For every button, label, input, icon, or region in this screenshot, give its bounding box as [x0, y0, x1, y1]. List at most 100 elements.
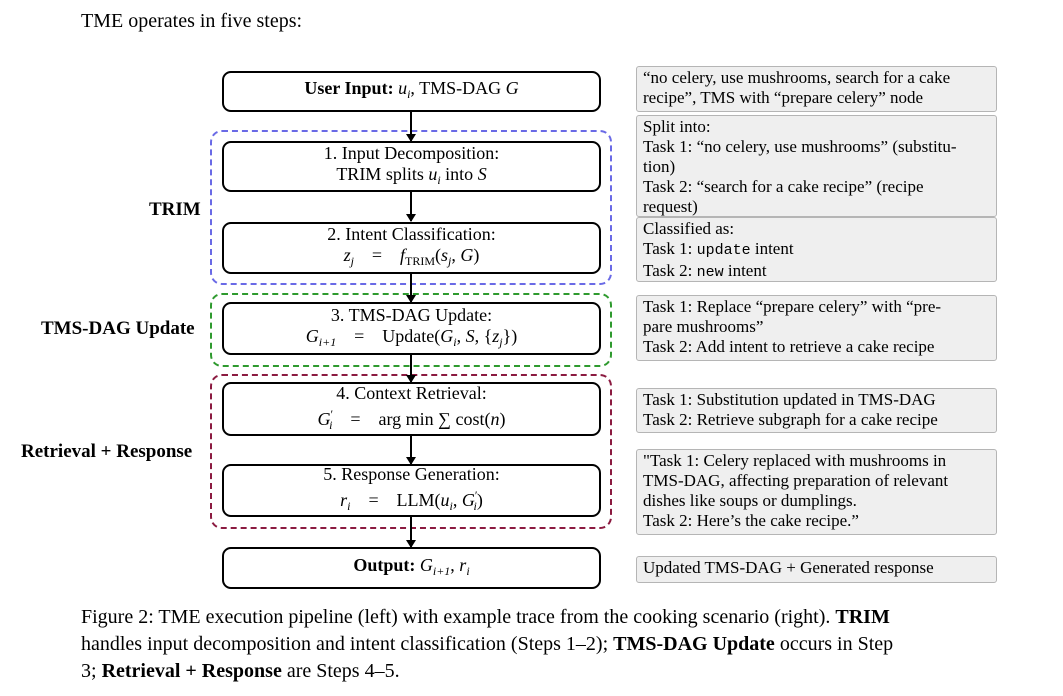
var-u: u — [428, 163, 438, 184]
step1-input-decomposition-box: 1. Input Decomposition: TRIM splits ui i… — [222, 141, 601, 192]
output-label: Output: — [353, 554, 416, 575]
step5-response-generation-box: 5. Response Generation: ri=LLM(ui, G′i) — [222, 464, 601, 517]
note-line: dishes like soups or dumplings. — [643, 491, 857, 510]
update-fn: Update( — [382, 325, 441, 346]
paren-open: ( — [435, 245, 441, 265]
prime: ′ — [330, 406, 334, 421]
step1-title: 1. Input Decomposition: — [323, 142, 500, 163]
step3-tms-dag-update-box: 3. TMS-DAG Update: Gi+1=Update(Gi, S, {z… — [222, 302, 601, 355]
note-text: intent — [723, 261, 767, 280]
trim-group-label: TRIM — [149, 199, 201, 220]
note-line: Task 2: Here’s the cake recipe.” — [643, 511, 859, 530]
sub-i: i — [329, 417, 333, 432]
note-line: Task 1: Substitution updated in TMS-DAG — [643, 390, 936, 409]
arrow-step1-to-step2 — [406, 192, 416, 222]
sep: , — [410, 78, 415, 98]
step1-text-a: TRIM splits — [336, 163, 424, 184]
caption-text: are Steps 4–5. — [281, 660, 400, 682]
tms-dag-update-group-label: TMS-DAG Update — [41, 318, 195, 339]
caption-text: handles input decomposition and intent c… — [81, 633, 614, 655]
brace-close: }) — [502, 325, 518, 346]
step4-context-retrieval-box: 4. Context Retrieval: G′i = arg min ∑ cost… — [222, 382, 601, 436]
sub-trim: TRIM — [405, 254, 435, 268]
step3-title: 3. TMS-DAG Update: — [330, 304, 493, 325]
caption-text: Figure 2: TME execution pipeline (left) … — [81, 606, 836, 628]
brace-open: , { — [474, 325, 493, 346]
note-text: Task 2: — [643, 261, 697, 280]
var-f: f — [399, 245, 405, 265]
sub-i-plus-1: i+1 — [318, 334, 337, 349]
caption-bold: TRIM — [835, 606, 890, 628]
sub-i: i — [347, 499, 351, 513]
caption-text: occurs in Step — [774, 633, 894, 655]
arrow-input-to-step1 — [406, 112, 416, 142]
var-n: n — [490, 408, 500, 429]
caption-bold: TMS-DAG Update — [613, 633, 775, 655]
var-g: G — [440, 325, 454, 346]
var-s: S — [465, 325, 475, 346]
paren-close: ) — [499, 408, 506, 429]
step1-text-b: into — [445, 163, 474, 184]
arrow-step4-to-step5 — [406, 436, 416, 465]
sub-i: i — [453, 334, 457, 349]
intro-text: TME operates in five steps: — [81, 10, 303, 32]
var-r: r — [340, 490, 348, 510]
comma: , — [450, 554, 460, 575]
sub-j: j — [350, 254, 354, 268]
argmin-cost: arg min ∑ cost( — [378, 408, 491, 429]
var-z: z — [492, 325, 500, 346]
note-line: Task 2: “search for a cake recipe” (reci… — [643, 177, 924, 196]
retrieval-response-group-label: Retrieval + Response — [21, 441, 193, 462]
comma: , — [452, 490, 462, 510]
equals: = — [368, 490, 379, 510]
sub-j: j — [448, 254, 452, 268]
var-s: s — [441, 245, 449, 265]
var-g: G — [317, 408, 331, 429]
note-line: Task 2: Retrieve subgraph for a cake rec… — [643, 410, 938, 429]
sub-j: j — [499, 334, 503, 349]
var-g: G — [461, 490, 475, 510]
note-line: Task 1: “no celery, use mushrooms” (subs… — [643, 137, 957, 156]
comma: , — [456, 325, 466, 346]
sub-i: i — [449, 499, 453, 513]
note-line: Task 1: Replace “prepare celery” with “p… — [643, 297, 942, 316]
paren-close: ) — [476, 490, 483, 510]
var-g: G — [460, 245, 474, 265]
figure-caption: Figure 2: TME execution pipeline (left) … — [81, 604, 1041, 685]
var-g: G — [305, 325, 319, 346]
note-line: tion) — [643, 157, 676, 176]
note-line: Task 2: Add intent to retrieve a cake re… — [643, 337, 935, 356]
arrow-step5-to-output — [406, 517, 416, 548]
note-line: Split into: — [643, 117, 711, 136]
note-tms-dag-update: Task 1: Replace “prepare celery” with “p… — [636, 295, 997, 361]
note-line: “no celery, use mushrooms, search for a … — [643, 68, 951, 87]
note-output: Updated TMS-DAG + Generated response — [636, 556, 997, 583]
step2-title: 2. Intent Classification: — [327, 224, 496, 244]
note-line: Updated TMS-DAG + Generated response — [643, 558, 934, 577]
step4-title: 4. Context Retrieval: — [336, 382, 487, 403]
note-line: request) — [643, 197, 698, 216]
note-response: "Task 1: Celery replaced with mushrooms … — [636, 449, 997, 535]
var-z: z — [343, 245, 351, 265]
tms-dag-text: TMS-DAG — [419, 78, 502, 98]
caption-text: 3; — [81, 660, 102, 682]
note-text: Task 1: — [643, 239, 697, 258]
arrow-step3-to-step4 — [406, 355, 416, 383]
note-text: intent — [750, 239, 794, 258]
note-line: TMS-DAG, affecting preparation of releva… — [643, 471, 949, 490]
equals: = — [350, 408, 361, 429]
note-user-input: “no celery, use mushrooms, search for a … — [636, 66, 997, 112]
output-box: Output: Gi+1, ri — [222, 547, 601, 589]
sub-i: i — [437, 172, 441, 187]
paren-close: ) — [473, 245, 480, 265]
note-context-retrieval: Task 1: Substitution updated in TMS-DAG … — [636, 388, 997, 433]
user-input-box: User Input: ui, TMS-DAG G — [222, 71, 601, 112]
comma: , — [451, 245, 461, 265]
note-line: Classified as: — [643, 219, 735, 238]
var-r: r — [459, 554, 467, 575]
sub-i: i — [466, 563, 470, 578]
var-g: G — [419, 554, 433, 575]
note-line: pare mushrooms” — [643, 317, 764, 336]
sub-i: i — [473, 499, 477, 513]
var-u: u — [398, 78, 408, 98]
